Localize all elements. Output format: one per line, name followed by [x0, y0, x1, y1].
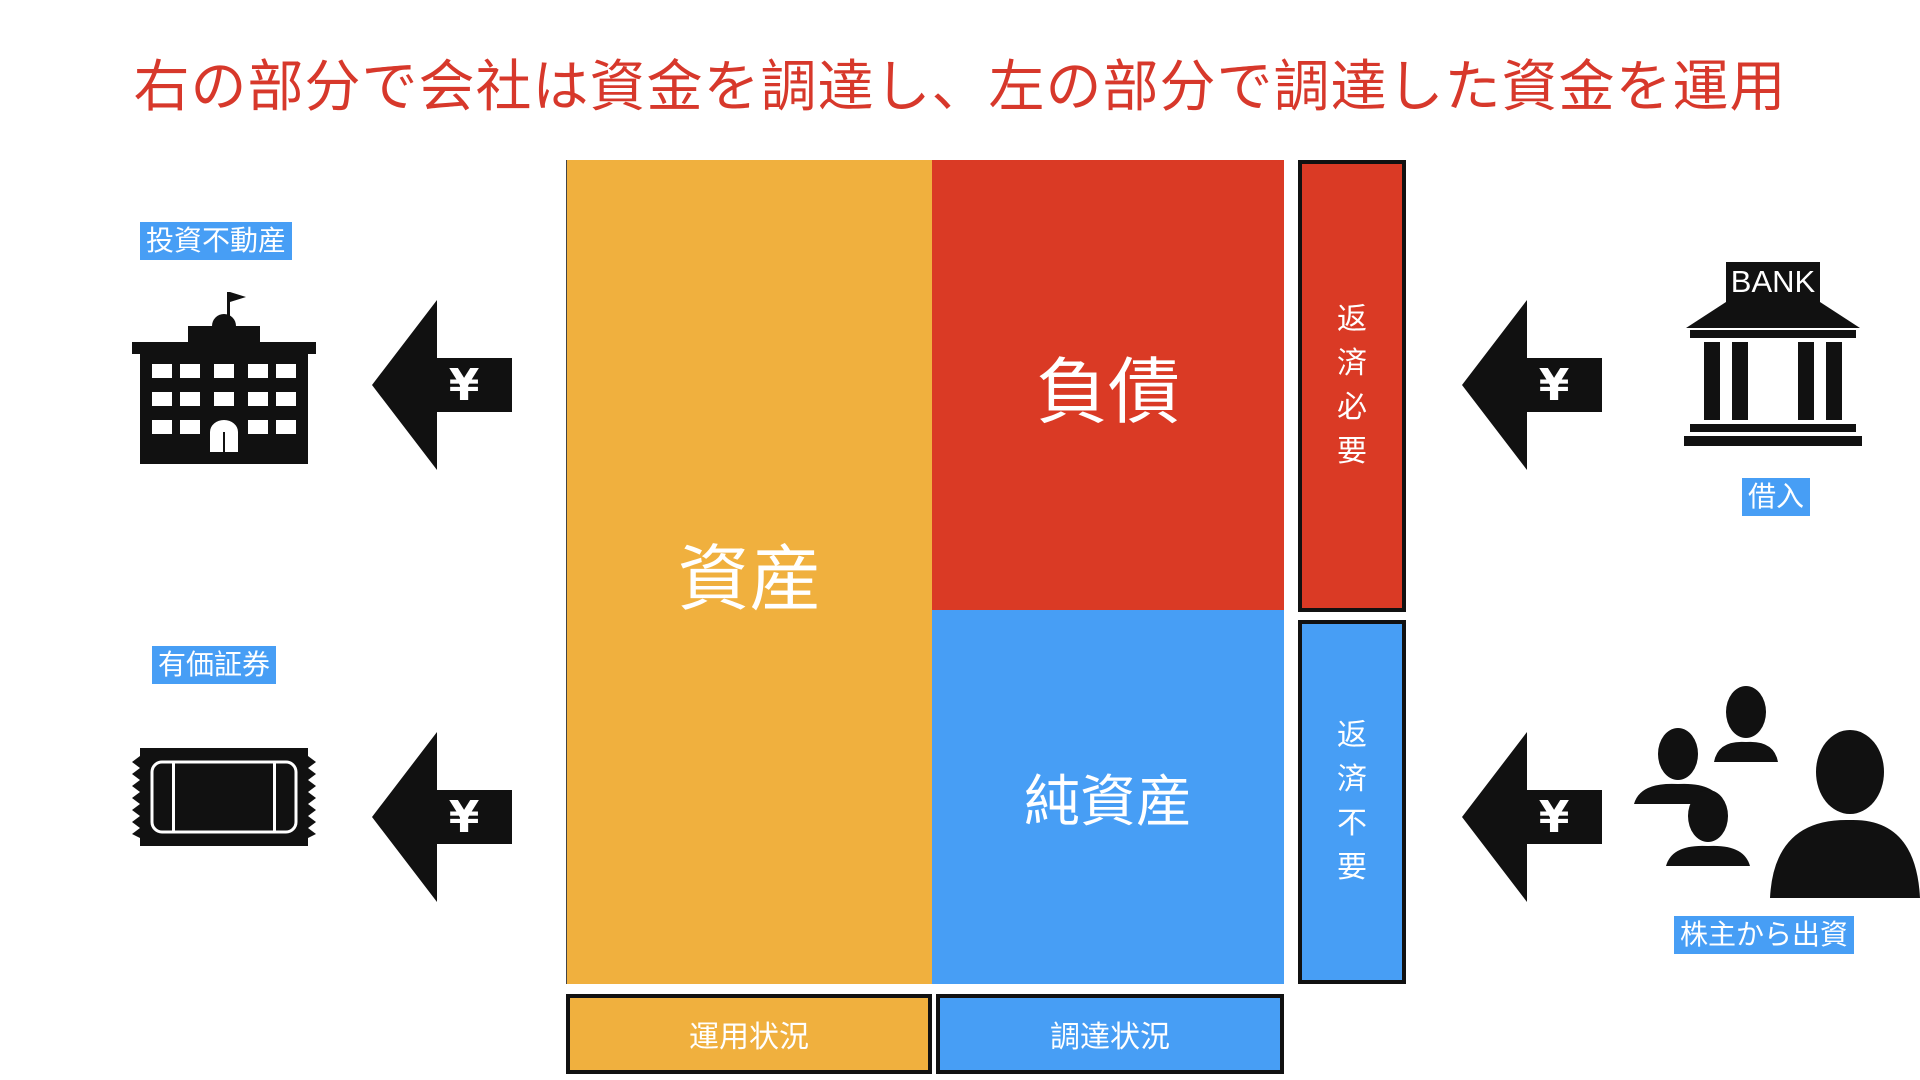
repayment-required-box: 返 済 必 要 [1298, 160, 1406, 612]
investment-real-estate-tag: 投資不動産 [140, 222, 293, 260]
borrowing-tag: 借入 [1742, 478, 1811, 516]
net-assets-label: 純資産 [1024, 769, 1192, 835]
assets-label: 資産 [677, 536, 822, 621]
arrow-left-icon [1462, 732, 1602, 902]
arrow-left-icon [372, 732, 512, 902]
ticket-icon [132, 748, 316, 846]
liabilities-label: 負債 [1035, 349, 1180, 434]
bank-text: BANK [1731, 264, 1816, 299]
repayment-not-required-char: 不 [1337, 806, 1367, 841]
building-icon [132, 292, 316, 464]
repayment-not-required-char: 済 [1337, 762, 1367, 797]
repayment-required-char: 必 [1337, 390, 1367, 425]
procurement-status-label: 調達状況 [1050, 1020, 1170, 1055]
repayment-required-char: 済 [1337, 346, 1367, 381]
shareholders-icon [1634, 686, 1920, 898]
arrow-left-icon [1462, 300, 1602, 470]
yen-symbol: ¥ [448, 360, 480, 411]
liabilities-block: 負債 [932, 160, 1284, 610]
yen-symbol: ¥ [1538, 792, 1570, 843]
page-title: 右の部分で会社は資金を調達し、左の部分で調達した資金を運用 [133, 55, 1787, 120]
arrow-left-icon [372, 300, 512, 470]
shareholder-investment-tag: 株主から出資 [1674, 916, 1855, 954]
yen-symbol: ¥ [448, 792, 480, 843]
yen-arrow-right-top: ¥ [1462, 300, 1602, 470]
net-assets-block: 純資産 [932, 610, 1284, 984]
yen-arrow-left-top: ¥ [372, 300, 512, 470]
assets-block: 資産 [566, 160, 932, 984]
bank-icon: BANK [1684, 262, 1862, 446]
repayment-required-char: 要 [1337, 434, 1367, 469]
securities-tag: 有価証券 [152, 646, 277, 684]
operation-status-box: 運用状況 [566, 994, 932, 1074]
repayment-required-char: 返 [1337, 302, 1367, 337]
repayment-not-required-char: 返 [1337, 718, 1367, 753]
repayment-not-required-box: 返 済 不 要 [1298, 620, 1406, 984]
yen-arrow-left-bottom: ¥ [372, 732, 512, 902]
procurement-status-box: 調達状況 [936, 994, 1284, 1074]
yen-symbol: ¥ [1538, 360, 1570, 411]
yen-arrow-right-bottom: ¥ [1462, 732, 1602, 902]
operation-status-label: 運用状況 [689, 1020, 809, 1055]
repayment-not-required-char: 要 [1337, 850, 1367, 885]
